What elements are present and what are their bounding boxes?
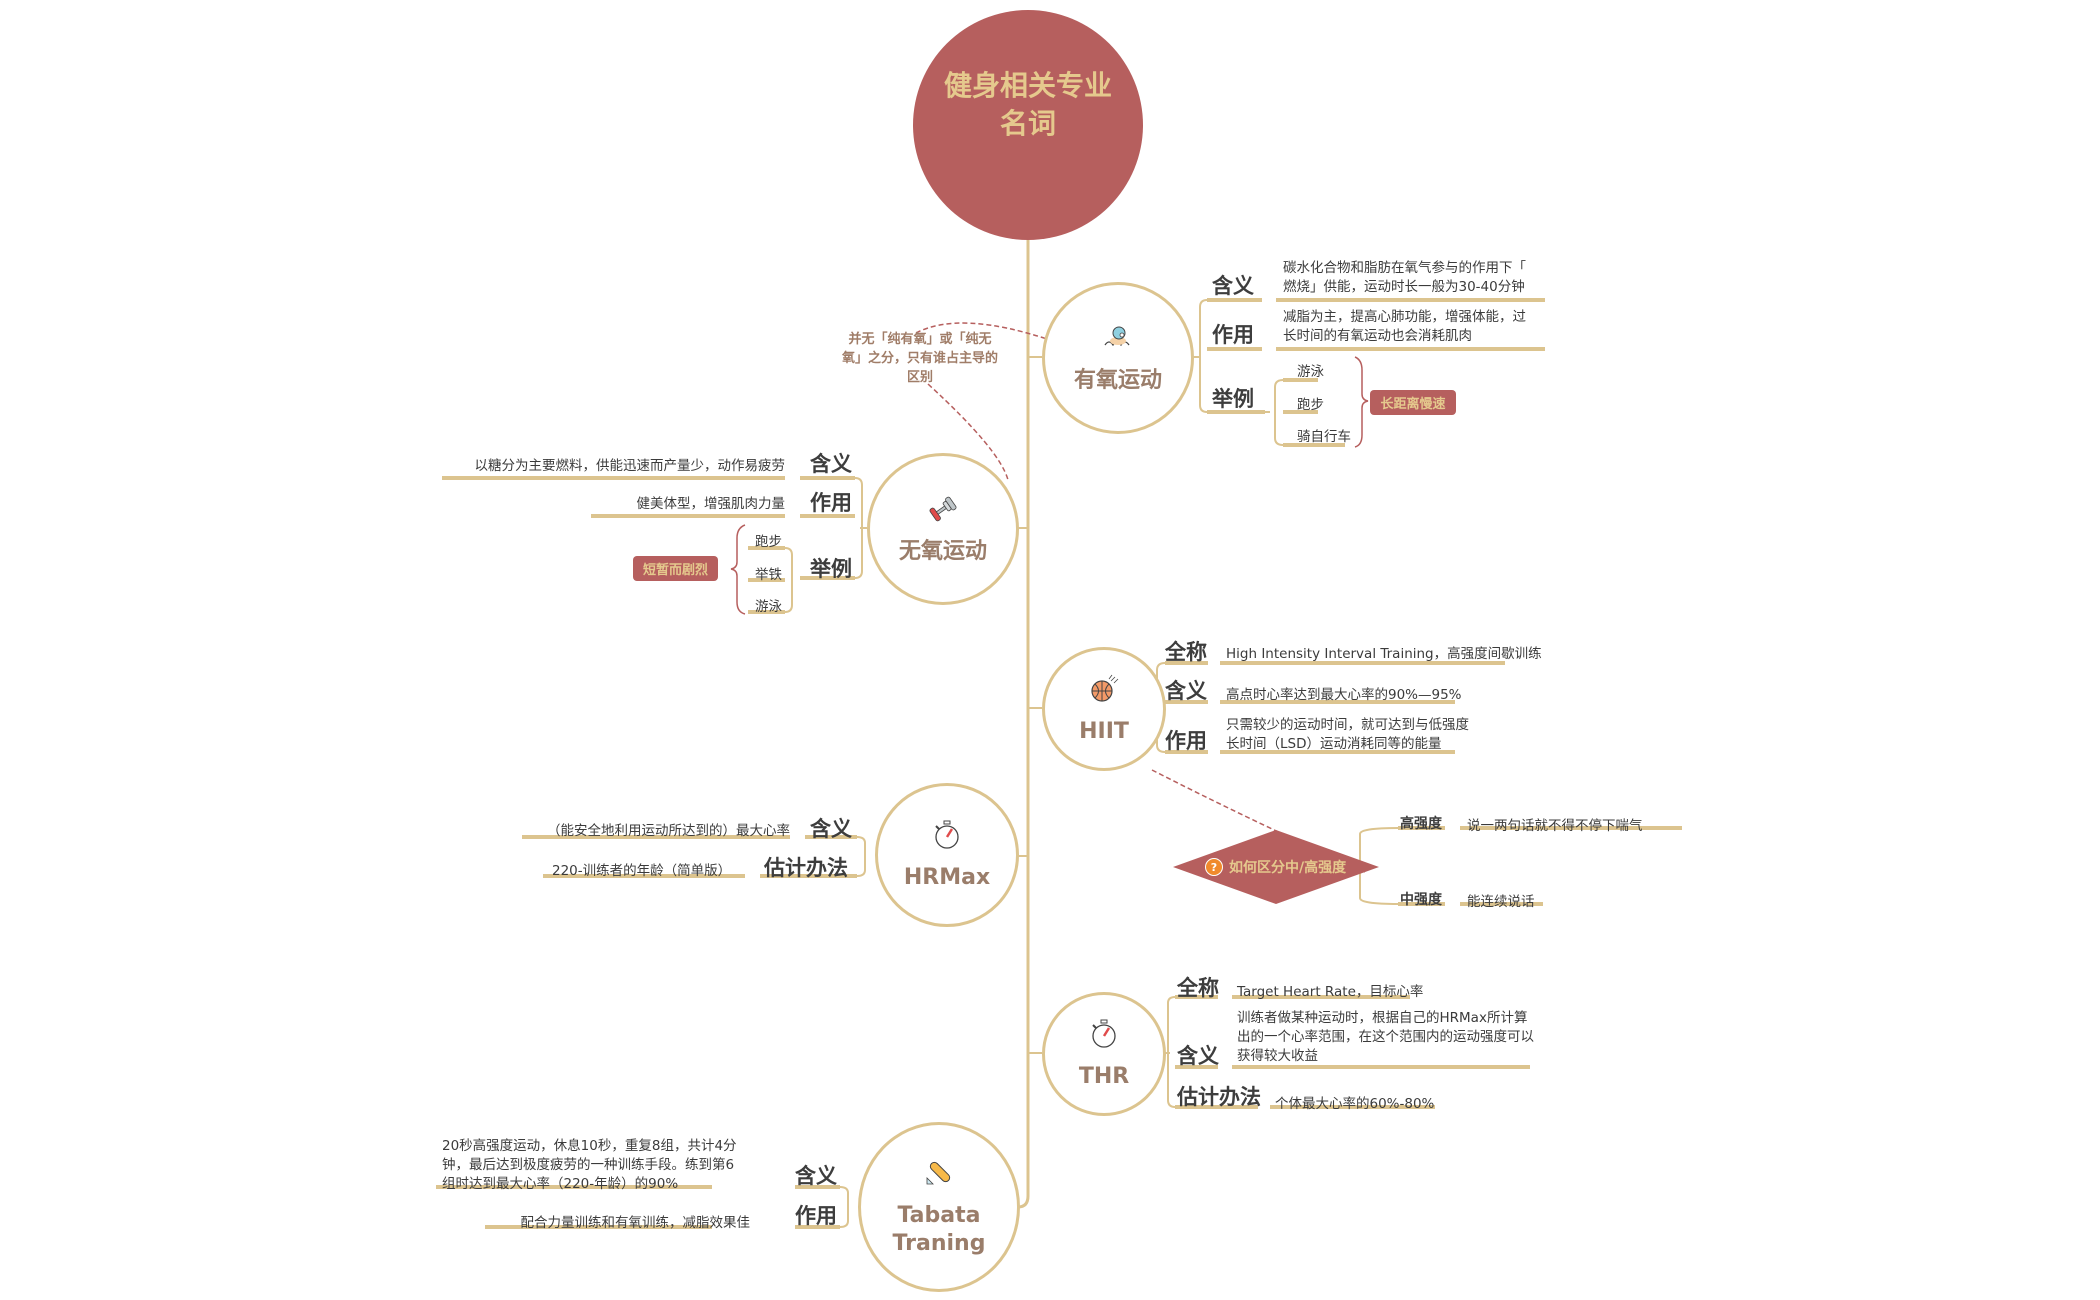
anaerobic-summary-tag[interactable]: 短暂而剧烈 bbox=[633, 556, 718, 581]
root-title-line2: 名词 bbox=[999, 107, 1056, 140]
thr-estimate-text: 个体最大心率的60%-80% bbox=[1275, 1096, 1435, 1112]
topic-label: 无氧运动 bbox=[898, 539, 987, 564]
anaerobic-example-1: 跑步 bbox=[755, 534, 782, 550]
anaerobic-meaning-text: 以糖分为主要燃料，供能迅速而产量少，动作易疲劳 bbox=[474, 458, 786, 474]
tabata-effect-label: 作用 bbox=[795, 1204, 837, 1228]
root-title-line1: 健身相关专业 bbox=[943, 69, 1112, 102]
hiit-fullname-text: High Intensity Interval Training，高强度间歇训练 bbox=[1226, 646, 1542, 662]
stopwatch-icon bbox=[1092, 1019, 1116, 1048]
thr-fullname-text: Target Heart Rate，目标心率 bbox=[1237, 984, 1424, 1000]
intensity-question-text: 如何区分中/高强度 bbox=[1229, 860, 1347, 876]
topic-label: HRMax bbox=[903, 865, 991, 890]
anaerobic-effect-text: 健美体型，增强肌肉力量 bbox=[636, 496, 786, 512]
text-line: 出的一个心率范围，在这个范围内的运动强度可以 bbox=[1237, 1029, 1534, 1045]
note-line-1: 并无「纯有氧」或「纯无 bbox=[848, 332, 992, 347]
aerobic-example-label: 举例 bbox=[1212, 387, 1254, 411]
thr-fullname-label: 全称 bbox=[1177, 976, 1219, 1000]
hiit-effect-text: 只需较少的运动时间，就可达到与低强度 长时间（LSD）运动消耗同等的能量 bbox=[1226, 716, 1469, 754]
aerobic-example-2: 跑步 bbox=[1297, 397, 1324, 413]
text-line: 长时间（LSD）运动消耗同等的能量 bbox=[1226, 736, 1442, 752]
hiit-meaning-label: 含义 bbox=[1165, 679, 1207, 703]
text-line: 钟，最后达到极度疲劳的一种训练手段。练到第6 bbox=[442, 1157, 735, 1173]
topic-hiit[interactable]: HIIT bbox=[1042, 647, 1166, 771]
hrmax-estimate-label: 估计办法 bbox=[764, 856, 848, 880]
anaerobic-example-label: 举例 bbox=[810, 557, 852, 581]
topic-hrmax[interactable]: HRMax bbox=[875, 783, 1019, 927]
aerobic-effect-label: 作用 bbox=[1212, 323, 1254, 347]
topic-tabata[interactable]: Tabata Traning bbox=[858, 1122, 1020, 1292]
intensity-mid-text: 能连续说话 bbox=[1467, 894, 1535, 910]
topic-anaerobic[interactable]: 无氧运动 bbox=[867, 453, 1019, 605]
thr-meaning-label: 含义 bbox=[1177, 1044, 1219, 1068]
text-line: 组时达到最大心率（220-年龄）的90% bbox=[442, 1176, 679, 1192]
topic-aerobic[interactable]: 有氧运动 bbox=[1042, 282, 1194, 434]
question-icon: ? bbox=[1205, 858, 1223, 876]
title-line: Tabata bbox=[897, 1203, 981, 1228]
root-title: 健身相关专业 名词 bbox=[928, 67, 1128, 143]
intensity-high-text: 说一两句话就不得不停下喘气 bbox=[1467, 818, 1643, 834]
thr-estimate-label: 估计办法 bbox=[1177, 1085, 1261, 1109]
aerobic-effect-text: 减脂为主，提高心肺功能，增强体能，过 长时间的有氧运动也会消耗肌肉 bbox=[1283, 308, 1526, 346]
text-line: 减脂为主，提高心肺功能，增强体能，过 bbox=[1283, 309, 1526, 325]
tabata-effect-text: 配合力量训练和有氧训练，减脂效果佳 bbox=[520, 1215, 751, 1231]
intensity-diamond[interactable] bbox=[1173, 830, 1379, 904]
text-line: 训练者做某种运动时，根据自己的HRMax所计算 bbox=[1237, 1010, 1528, 1026]
text-line: 碳水化合物和脂肪在氧气参与的作用下「 bbox=[1283, 260, 1526, 276]
text-line: 燃烧」供能，运动时长一般为30-40分钟 bbox=[1283, 279, 1525, 295]
topic-label: Tabata Traning bbox=[893, 1202, 986, 1258]
hiit-meaning-text: 高点时心率达到最大心率的90%—95% bbox=[1226, 687, 1462, 703]
swimmer-icon bbox=[1104, 326, 1130, 347]
text-line: 获得较大收益 bbox=[1237, 1048, 1318, 1064]
topic-label: 有氧运动 bbox=[1073, 368, 1162, 393]
stopwatch-icon bbox=[935, 820, 959, 849]
hiit-effect-label: 作用 bbox=[1165, 729, 1207, 753]
basketball-icon bbox=[1091, 674, 1119, 702]
note-line-3: 区别 bbox=[906, 370, 933, 385]
anaerobic-effect-label: 作用 bbox=[810, 491, 852, 515]
intensity-mid-label: 中强度 bbox=[1400, 892, 1442, 908]
aerobic-meaning-text: 碳水化合物和脂肪在氧气参与的作用下「 燃烧」供能，运动时长一般为30-40分钟 bbox=[1283, 259, 1526, 297]
topic-thr[interactable]: THR bbox=[1042, 992, 1166, 1116]
relation-note[interactable]: 并无「纯有氧」或「纯无 氧」之分，只有谁占主导的 区别 bbox=[825, 330, 1015, 387]
topic-label: HIIT bbox=[1079, 719, 1129, 744]
intensity-question: ? 如何区分中/高强度 bbox=[1205, 857, 1346, 877]
text-line: 只需较少的运动时间，就可达到与低强度 bbox=[1226, 717, 1469, 733]
anaerobic-example-2: 举铁 bbox=[755, 567, 782, 583]
aerobic-meaning-label: 含义 bbox=[1212, 274, 1254, 298]
topic-label: THR bbox=[1078, 1064, 1130, 1089]
title-line: Traning bbox=[892, 1231, 986, 1256]
hrmax-estimate-text: 220-训练者的年龄（简单版） bbox=[552, 863, 732, 879]
anaerobic-meaning-label: 含义 bbox=[810, 452, 852, 476]
thr-meaning-text: 训练者做某种运动时，根据自己的HRMax所计算 出的一个心率范围，在这个范围内的… bbox=[1237, 1009, 1534, 1066]
hrmax-meaning-label: 含义 bbox=[810, 817, 852, 841]
dumbbell-icon bbox=[929, 496, 957, 522]
note-line-2: 氧」之分，只有谁占主导的 bbox=[841, 351, 998, 366]
hrmax-meaning-text: （能安全地利用运动所达到的）最大心率 bbox=[547, 823, 790, 839]
text-line: 长时间的有氧运动也会消耗肌肉 bbox=[1283, 328, 1472, 344]
anaerobic-example-3: 游泳 bbox=[755, 599, 782, 615]
text-line: 20秒高强度运动，休息10秒，重复8组，共计4分 bbox=[442, 1138, 737, 1154]
skateboard-icon bbox=[926, 1161, 951, 1185]
tabata-meaning-label: 含义 bbox=[795, 1164, 837, 1188]
aerobic-example-1: 游泳 bbox=[1297, 364, 1324, 380]
root-topic[interactable]: 健身相关专业 名词 bbox=[913, 10, 1143, 240]
tabata-meaning-text: 20秒高强度运动，休息10秒，重复8组，共计4分 钟，最后达到极度疲劳的一种训练… bbox=[442, 1137, 737, 1194]
aerobic-summary-tag[interactable]: 长距离慢速 bbox=[1370, 390, 1456, 415]
hiit-fullname-label: 全称 bbox=[1165, 640, 1207, 664]
intensity-high-label: 高强度 bbox=[1400, 816, 1442, 832]
aerobic-example-3: 骑自行车 bbox=[1297, 429, 1351, 445]
